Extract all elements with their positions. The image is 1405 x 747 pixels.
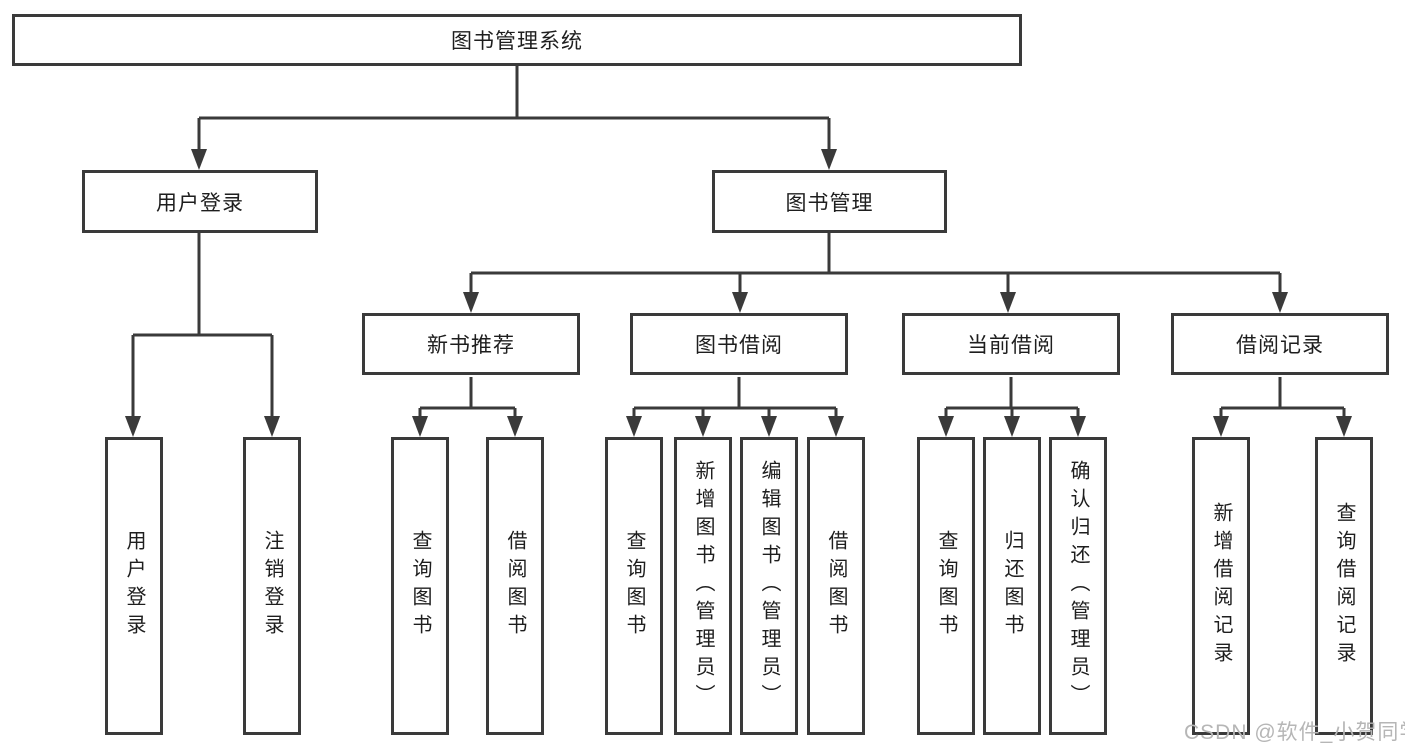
node-user-login: 用户登录 xyxy=(82,170,318,233)
leaf-current-confirm-return-admin-label: 确认归还（管理员） xyxy=(1067,460,1089,712)
leaf-record-query-label: 查询借阅记录 xyxy=(1333,502,1355,670)
leaf-borrow-query-books: 查询图书 xyxy=(605,437,663,735)
node-current-borrow: 当前借阅 xyxy=(902,313,1120,375)
leaf-newbook-query-books-label: 查询图书 xyxy=(409,530,431,642)
node-borrow-record: 借阅记录 xyxy=(1171,313,1389,375)
node-book-management: 图书管理 xyxy=(712,170,947,233)
leaf-logout: 注销登录 xyxy=(243,437,301,735)
leaf-current-query-books-label: 查询图书 xyxy=(935,530,957,642)
leaf-borrow-borrow-books: 借阅图书 xyxy=(807,437,865,735)
leaf-borrow-borrow-books-label: 借阅图书 xyxy=(825,530,847,642)
leaf-record-query: 查询借阅记录 xyxy=(1315,437,1373,735)
arrowheads xyxy=(125,149,1352,437)
leaf-current-query-books: 查询图书 xyxy=(917,437,975,735)
csdn-watermark: CSDN @软件_小贺同学 xyxy=(1184,721,1405,744)
leaf-newbook-query-books: 查询图书 xyxy=(391,437,449,735)
leaf-record-add: 新增借阅记录 xyxy=(1192,437,1250,735)
leaf-current-confirm-return-admin: 确认归还（管理员） xyxy=(1049,437,1107,735)
leaf-borrow-add-books-admin: 新增图书（管理员） xyxy=(674,437,732,735)
leaf-newbook-borrow-books-label: 借阅图书 xyxy=(504,530,526,642)
leaf-borrow-add-books-admin-label: 新增图书（管理员） xyxy=(692,460,714,712)
leaf-user-login-label: 用户登录 xyxy=(123,530,145,642)
node-book-borrow: 图书借阅 xyxy=(630,313,848,375)
leaf-borrow-edit-books-admin: 编辑图书（管理员） xyxy=(740,437,798,735)
leaf-current-return-books-label: 归还图书 xyxy=(1001,530,1023,642)
node-new-book-recommend: 新书推荐 xyxy=(362,313,580,375)
leaf-user-login: 用户登录 xyxy=(105,437,163,735)
leaf-current-return-books: 归还图书 xyxy=(983,437,1041,735)
node-root: 图书管理系统 xyxy=(12,14,1022,66)
leaf-record-add-label: 新增借阅记录 xyxy=(1210,502,1232,670)
leaf-borrow-edit-books-admin-label: 编辑图书（管理员） xyxy=(758,460,780,712)
leaf-borrow-query-books-label: 查询图书 xyxy=(623,530,645,642)
leaf-logout-label: 注销登录 xyxy=(261,530,283,642)
leaf-newbook-borrow-books: 借阅图书 xyxy=(486,437,544,735)
